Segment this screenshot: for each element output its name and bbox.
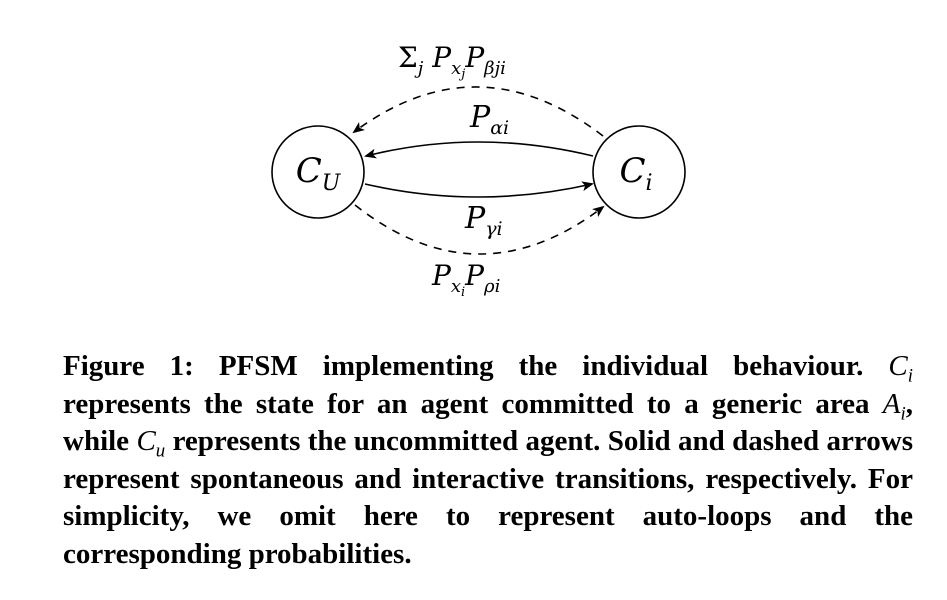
svg-text:Ci: Ci (619, 151, 652, 196)
state-cu: CU (271, 125, 365, 219)
caption-part1: represents the state for an agent commit… (63, 387, 870, 420)
label-p-alpha-i: Pαi (469, 100, 509, 139)
svg-text:CU: CU (296, 151, 342, 196)
figure-caption: Figure 1: PFSM implementing the individu… (63, 348, 913, 573)
label-sum-interactive: Σj PxjPβji (398, 41, 506, 82)
caption-ci: Ci (888, 350, 914, 387)
edge-ci-to-cu-dashed (352, 86, 604, 137)
edge-cu-to-ci-dashed (354, 204, 605, 255)
caption-part2: , while (63, 387, 914, 458)
edge-cu-to-ci-solid (364, 181, 594, 198)
caption-ai: Ai (882, 387, 906, 425)
label-p-gamma-i: Pγi (464, 201, 503, 240)
label-recruitment: PxiPρi (431, 259, 500, 300)
edge-ci-to-cu-solid (364, 141, 594, 159)
caption-title: Figure 1: PFSM implementing the individu… (63, 350, 864, 382)
caption-cu: Cu (136, 425, 166, 462)
pfsm-diagram: CU Ci Pαi Pγi Σj PxjPβji PxiPρi (271, 41, 686, 300)
state-ci: Ci (592, 125, 686, 219)
caption-part3: represents the uncommitted agent. Solid … (63, 425, 913, 570)
